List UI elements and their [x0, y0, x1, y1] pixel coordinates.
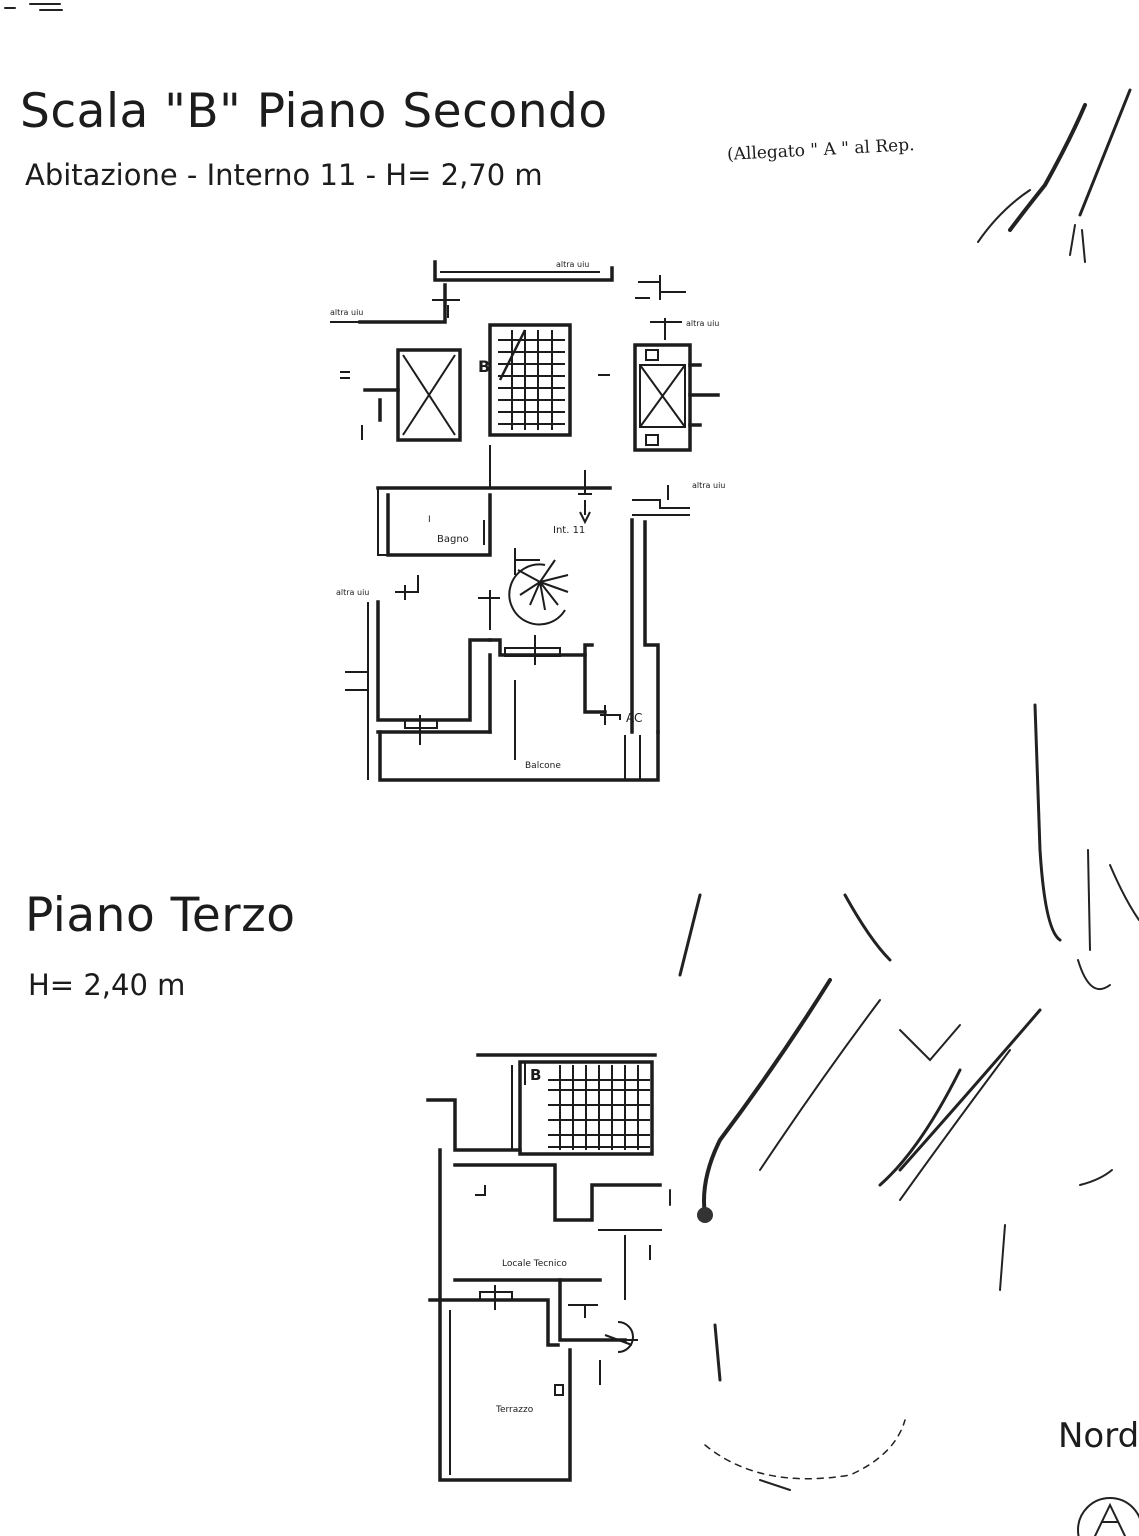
altra-uiu-label-top: altra uiu — [556, 260, 589, 269]
altra-uiu-label-right-top: altra uiu — [686, 319, 719, 328]
corner-mark — [4, 3, 63, 11]
ink-blot — [697, 1207, 713, 1223]
stair-steps-third — [511, 1062, 650, 1150]
balcone-label: Balcone — [525, 761, 561, 771]
entrance-label: Int. 11 — [553, 525, 585, 536]
bagno-label: Bagno — [437, 534, 469, 545]
plan-second-title: Scala "B" Piano Secondo — [20, 84, 608, 139]
plan-third-title: Piano Terzo — [25, 888, 296, 943]
altra-uiu-label-right-mid: altra uiu — [692, 481, 725, 490]
plan-second-subtitle: Abitazione - Interno 11 - H= 2,70 m — [25, 158, 543, 192]
altra-uiu-label-left-top: altra uiu — [330, 308, 363, 317]
locale-tecnico-label: Locale Tecnico — [502, 1259, 567, 1269]
fixture-mark: I — [428, 515, 431, 525]
north-arrow-icon — [1077, 1497, 1139, 1536]
plan-second-drawing: B I Bagno Int. 11 — [330, 260, 720, 782]
spiral-stair — [508, 548, 569, 626]
stair-label: B — [478, 357, 490, 376]
ac-label: AC — [626, 711, 642, 725]
plan-third-drawing: B Locale Tecnico Terrazzo — [426, 1053, 662, 1482]
stair-steps — [498, 329, 565, 430]
north-label: Nord — [1058, 1416, 1139, 1456]
terrazzo-label: Terrazzo — [495, 1405, 534, 1415]
plan-third-subtitle: H= 2,40 m — [28, 968, 186, 1002]
signature-top — [977, 88, 1132, 263]
stair-label-third: B — [530, 1066, 541, 1084]
altra-uiu-label-left-mid: altra uiu — [336, 588, 369, 597]
signature-large — [669, 703, 1139, 1491]
